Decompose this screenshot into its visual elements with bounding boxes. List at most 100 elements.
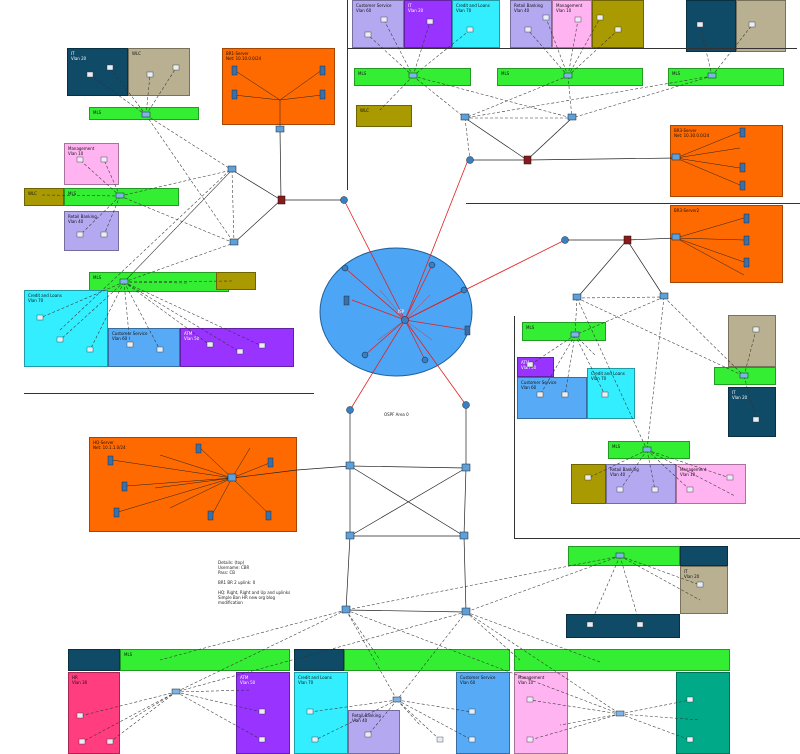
- switch-icon: [567, 113, 577, 121]
- router-icon: [361, 351, 369, 359]
- zone-hr-right-mid: [728, 315, 776, 367]
- switch-icon: [671, 233, 681, 241]
- zone-branch3-server: BR3-Server Net: 10.30.0.0/24: [670, 125, 783, 197]
- zone-olive-right-low: [571, 464, 606, 504]
- zone-label: IT Vlan 20: [408, 3, 424, 13]
- zone-retail-branch1: Retail Banking Vlan 40: [64, 211, 119, 251]
- zone-retail-top: Retail Banking Vlan 40: [510, 0, 552, 48]
- pc-icon: [686, 736, 694, 743]
- multilayer-switches: [227, 113, 681, 616]
- pc-icon: [258, 342, 266, 349]
- zone-label: MLS: [612, 444, 621, 449]
- zone-it-branch1: IT Vlan 20: [67, 48, 128, 96]
- zone-management-top: Management Vlan 10: [552, 0, 592, 48]
- zone-label: WLC: [28, 191, 37, 196]
- server-icon: [121, 481, 128, 492]
- zone-hr-bottom-right: IT Vlan 20: [680, 566, 728, 614]
- pc-icon: [526, 696, 534, 703]
- zone-label: HR Vlan 30: [72, 675, 88, 685]
- router-icon: [346, 406, 354, 414]
- zone-label: MLS: [124, 652, 133, 657]
- isp-label: ISP: [398, 309, 405, 314]
- zone-label: BR1-Server Net: 10.10.0.0/24: [226, 51, 262, 61]
- zone-label: Management Vlan 10: [556, 3, 583, 13]
- pc-icon: [536, 391, 544, 398]
- pc-icon: [106, 64, 114, 71]
- zone-management-branch1: Management Vlan 10: [64, 143, 119, 185]
- router-icon: [460, 286, 468, 294]
- switch-icon: [572, 293, 582, 301]
- switch-icon: [739, 372, 749, 379]
- switch-icon: [707, 72, 717, 79]
- zone-mls-bottom-left: MLS: [120, 649, 290, 671]
- zone-olive-branch1: WLC: [24, 188, 64, 206]
- zone-label: Management Vlan 10: [68, 146, 95, 156]
- server-icon: [739, 180, 746, 191]
- switch-icon: [392, 696, 402, 703]
- divider-top-horizontal: [347, 48, 797, 49]
- server-icon: [231, 65, 238, 76]
- zone-mls-bottom-right2: [514, 649, 730, 671]
- zone-mls-branch1c: MLS: [89, 272, 229, 292]
- zone-management-bottom: Management Vlan 10: [514, 672, 568, 754]
- zone-label: WLC: [360, 108, 369, 113]
- zone-navy-bottom-left: [68, 649, 120, 671]
- switch-icon: [460, 113, 470, 121]
- switch-icon: [227, 473, 237, 482]
- zone-branch3-server2: BR3-Server2: [670, 205, 783, 283]
- switch-icon: [227, 165, 237, 173]
- pc-icon: [584, 474, 592, 481]
- zone-management-right: Management Vlan 10: [676, 464, 746, 504]
- zone-label: Retail Banking Vlan 40: [514, 3, 543, 13]
- firewalls: [277, 155, 632, 245]
- divider-right-horizontal: [466, 203, 800, 204]
- switch-icon: [570, 331, 580, 338]
- zone-label: Management Vlan 10: [680, 467, 707, 477]
- pc-icon: [36, 314, 44, 321]
- zone-label: Credit and Loans Vlan 70: [298, 675, 332, 685]
- server-icon: [107, 455, 114, 466]
- firewall-icon: [277, 195, 286, 205]
- server-icon: [739, 162, 746, 173]
- switch-icon: [119, 278, 129, 285]
- zone-label: Customer Service Vlan 60: [521, 380, 557, 390]
- zone-credit-top: Credit and Loans Vlan 70: [452, 0, 500, 48]
- zone-label: BR3-Server Net: 10.30.0.0/24: [674, 128, 710, 138]
- pc-icon: [156, 346, 164, 353]
- zone-label: MLS: [672, 71, 681, 76]
- switch-icon: [115, 192, 125, 199]
- zone-atm-branch1: ATM Vlan 50: [180, 328, 294, 367]
- server-icon: [743, 257, 750, 268]
- zone-label: HQ-Server Net: 10.1.1.0/24: [93, 440, 126, 450]
- zone-label: BR3-Server2: [674, 208, 700, 213]
- routers: [340, 156, 569, 414]
- zone-label: WLC: [132, 51, 141, 56]
- pc-icon: [748, 21, 756, 28]
- zone-olive-top: [592, 0, 644, 48]
- switch-icon: [615, 552, 625, 559]
- pc-icon: [86, 71, 94, 78]
- zone-label: Credit and Loans Vlan 70: [28, 293, 62, 303]
- zone-label: IT Vlan 20: [684, 569, 700, 579]
- pc-icon: [586, 621, 594, 628]
- zone-label: Customer Service Vlan 60: [356, 3, 392, 13]
- pc-icon: [146, 71, 154, 78]
- zone-label: MLS: [68, 191, 77, 196]
- pc-icon: [651, 486, 659, 493]
- zone-label: ATM Vlan 50: [240, 675, 256, 685]
- pc-icon: [616, 486, 624, 493]
- server-icon: [265, 510, 272, 521]
- zone-mls-bottom-mid: [344, 649, 510, 671]
- pc-icon: [86, 346, 94, 353]
- server-icon: [113, 507, 120, 518]
- zone-label: Customer Service Vlan 60: [460, 675, 496, 685]
- zone-customer-top: Customer Service Vlan 60: [352, 0, 404, 48]
- pc-icon: [76, 156, 84, 163]
- zone-atm-right: ATM Vlan 50: [517, 357, 554, 377]
- router-icon: [428, 261, 436, 269]
- zone-it-right-mid: IT Vlan 20: [728, 387, 776, 437]
- pc-icon: [524, 26, 532, 33]
- switch-icon: [461, 463, 471, 472]
- server-icon: [267, 457, 274, 468]
- pc-icon: [106, 738, 114, 745]
